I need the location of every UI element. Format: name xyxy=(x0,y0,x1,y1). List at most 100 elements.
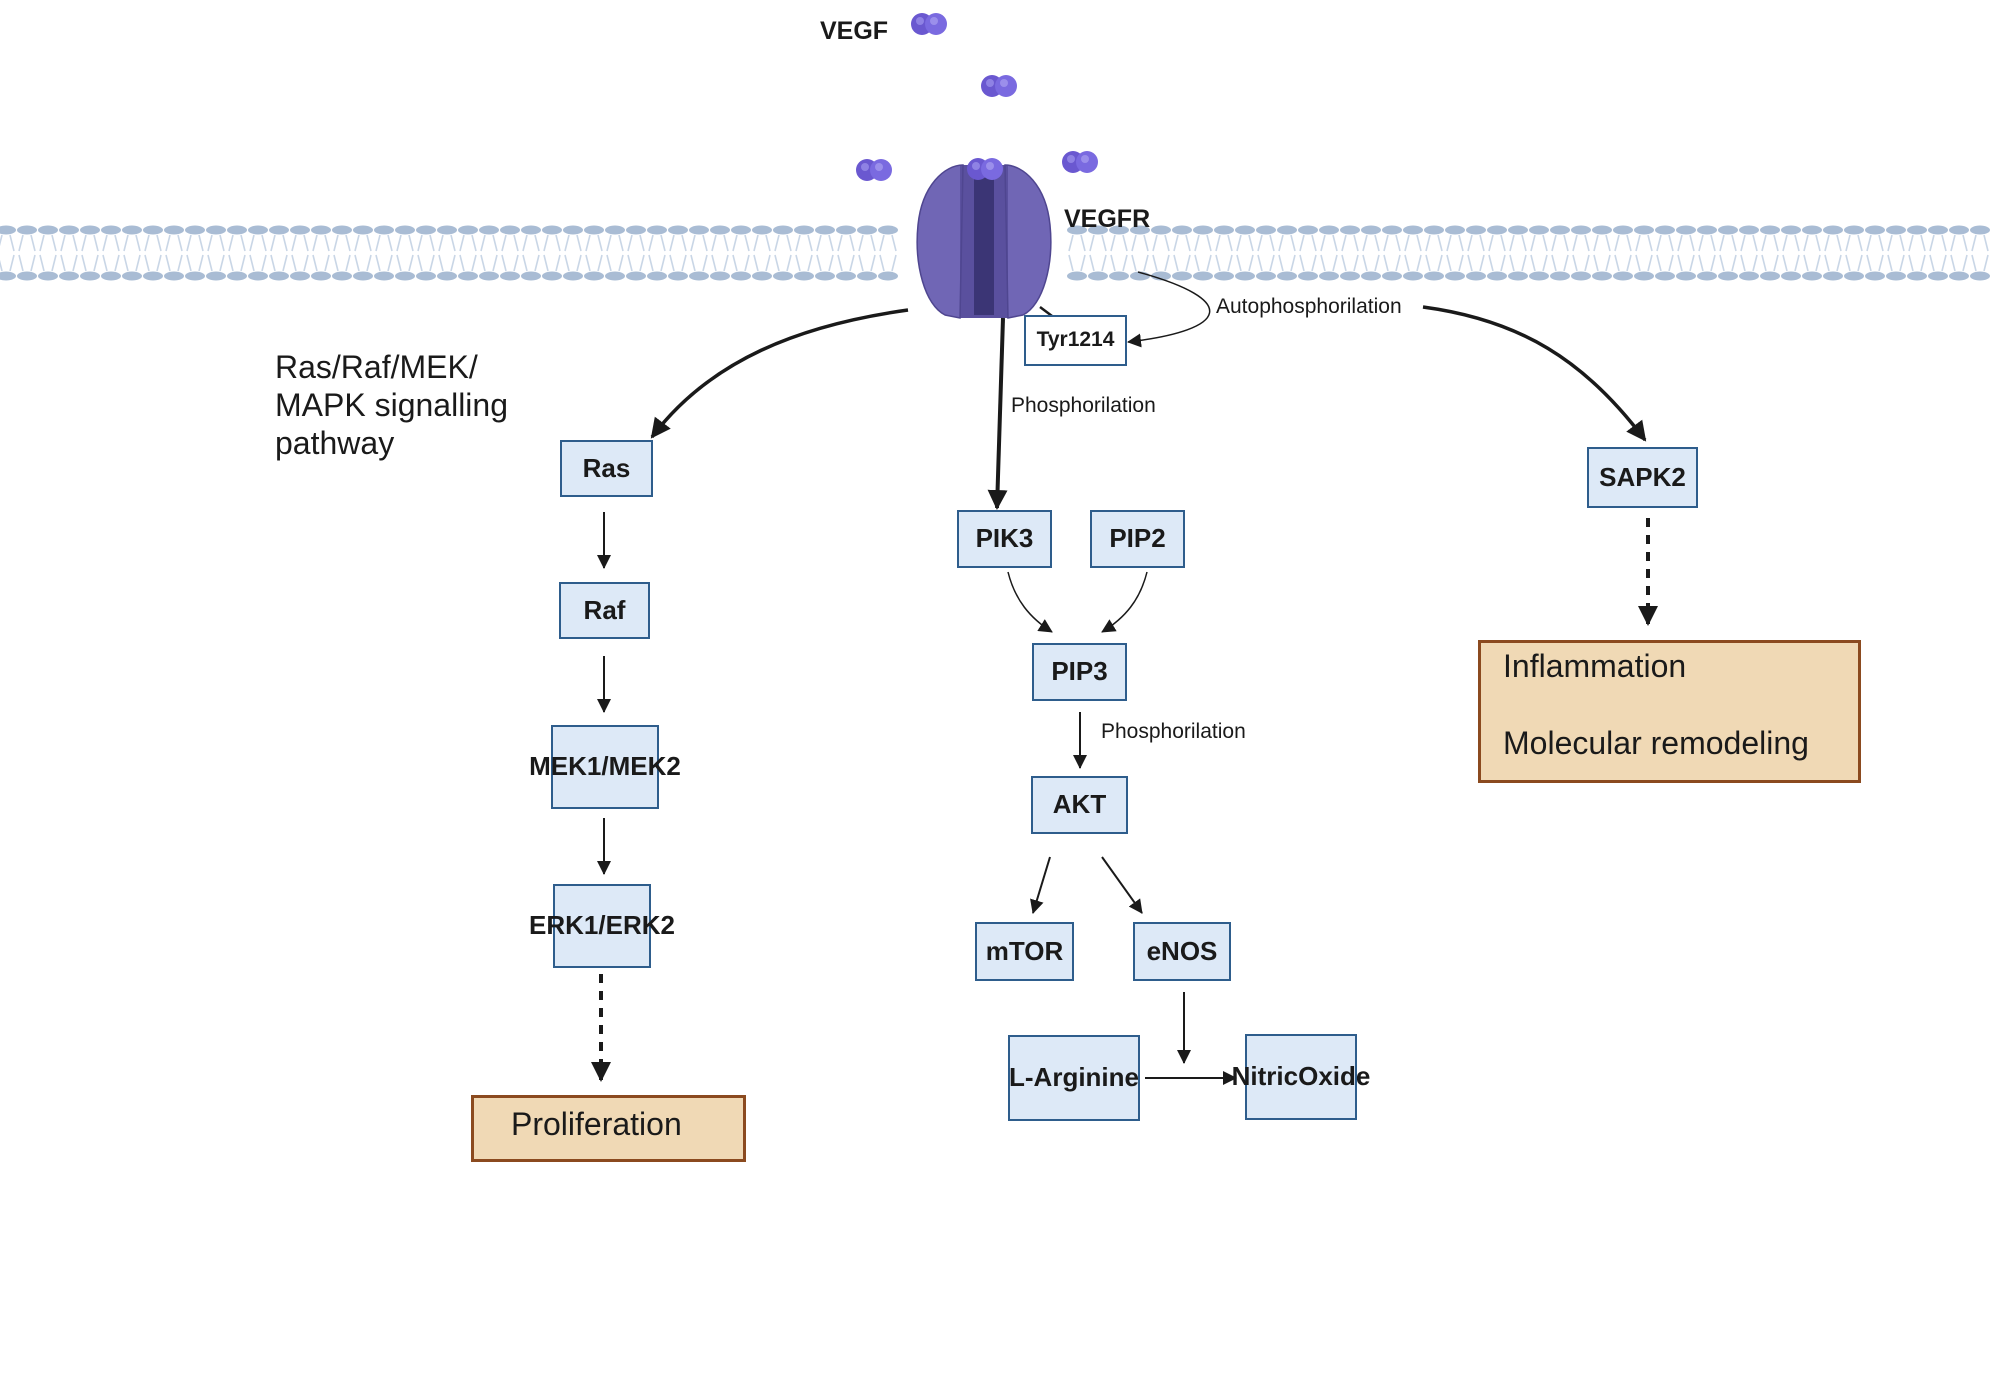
mtor-node: mTOR xyxy=(975,922,1074,981)
inflammation-remodeling-outcome-box: Inflammation Molecular remodeling xyxy=(1478,640,1861,783)
phospholipid-icon xyxy=(1759,224,1781,282)
phospholipid-icon xyxy=(457,224,479,282)
phospholipid-icon xyxy=(1738,224,1760,282)
enos-label: eNOS xyxy=(1146,935,1218,966)
phospholipid-icon xyxy=(520,224,542,282)
vegf-ligand-icon xyxy=(856,159,892,181)
mek-node: MEK1/ MEK2 xyxy=(529,725,681,809)
phospholipid-icon xyxy=(1927,224,1949,282)
phospholipid-icon xyxy=(1423,224,1445,282)
vegf-ligand-icon xyxy=(1062,151,1098,173)
phospholipid-icon xyxy=(1528,224,1550,282)
tyr1214-label: Tyr1214 xyxy=(1036,328,1115,352)
phospholipid-icon xyxy=(877,224,899,282)
phospholipid-icon xyxy=(394,224,416,282)
phospholipid-icon xyxy=(436,224,458,282)
phospholipid-icon xyxy=(1780,224,1802,282)
phospholipid-icon xyxy=(331,224,353,282)
l-arginine-node: L- Arginine xyxy=(1008,1035,1140,1121)
phospholipid-icon xyxy=(856,224,878,282)
raf-node: Raf xyxy=(559,582,650,639)
phospholipid-icon xyxy=(1297,224,1319,282)
vegf-ligand-icon xyxy=(981,75,1017,97)
phospholipid-icon xyxy=(688,224,710,282)
phospholipid-icon xyxy=(226,224,248,282)
l-arginine-label-line1: L- xyxy=(1009,1062,1034,1093)
phospholipid-icon xyxy=(1150,224,1172,282)
phospholipid-icon xyxy=(604,224,626,282)
phospholipid-icon xyxy=(373,224,395,282)
phospholipid-icon xyxy=(205,224,227,282)
sapk2-label: SAPK2 xyxy=(1599,461,1686,492)
mek-label-line1: MEK1/ xyxy=(529,751,609,782)
phospholipid-icon xyxy=(37,224,59,282)
akt-label: AKT xyxy=(1052,789,1107,820)
phospholipid-icon xyxy=(793,224,815,282)
phospholipid-icon xyxy=(1465,224,1487,282)
phospholipid-icon xyxy=(1717,224,1739,282)
phospholipid-icon xyxy=(478,224,500,282)
pip2-label: PIP2 xyxy=(1109,523,1166,554)
phospholipid-icon xyxy=(247,224,269,282)
phospholipid-icon xyxy=(121,224,143,282)
vegf-label: VEGF xyxy=(820,17,889,45)
vegf-ligand-bound-icon xyxy=(967,158,1003,180)
phospholipid-icon xyxy=(1654,224,1676,282)
phospholipid-icon xyxy=(562,224,584,282)
erk-label-line2: ERK2 xyxy=(605,910,675,941)
phospholipid-icon xyxy=(625,224,647,282)
akt-to-enos-arrow xyxy=(1101,856,1143,914)
phospholipid-icon xyxy=(310,224,332,282)
phospholipid-icon xyxy=(1234,224,1256,282)
phospholipid-icon xyxy=(1360,224,1382,282)
phospholipid-icon xyxy=(1612,224,1634,282)
phospholipid-icon xyxy=(1906,224,1928,282)
phospholipid-icon xyxy=(709,224,731,282)
phospholipid-icon xyxy=(0,224,17,282)
phospholipid-icon xyxy=(1507,224,1529,282)
phospholipid-icon xyxy=(1633,224,1655,282)
mapk-pathway-title-line3: pathway xyxy=(275,425,395,461)
phospholipid-icon xyxy=(163,224,185,282)
phosphorylation-label-pik3: Phosphorilation xyxy=(1011,394,1156,417)
phospholipid-icon xyxy=(1696,224,1718,282)
phospholipid-icon xyxy=(1276,224,1298,282)
phospholipid-icon xyxy=(142,224,164,282)
phospholipid-icon xyxy=(1318,224,1340,282)
phospholipid-icon xyxy=(751,224,773,282)
inflammation-label: Inflammation xyxy=(1503,648,1687,684)
ras-node: Ras xyxy=(560,440,653,497)
proliferation-label: Proliferation xyxy=(511,1106,682,1142)
pik3-label: PIK3 xyxy=(975,523,1034,554)
phospholipid-icon xyxy=(1948,224,1970,282)
molecular-remodeling-label: Molecular remodeling xyxy=(1503,725,1809,761)
proliferation-outcome-box: Proliferation xyxy=(471,1095,746,1162)
phospholipid-icon xyxy=(1864,224,1886,282)
phospholipid-icon xyxy=(667,224,689,282)
phospholipid-icon xyxy=(772,224,794,282)
phospholipid-icon xyxy=(1843,224,1865,282)
tyr1214-site-box: Tyr1214 xyxy=(1024,315,1127,366)
mapk-pathway-title-line1: Ras/Raf/MEK/ xyxy=(275,349,478,385)
phospholipid-icon xyxy=(1213,224,1235,282)
pip3-label: PIP3 xyxy=(1051,656,1108,687)
sapk2-node: SAPK2 xyxy=(1587,447,1698,508)
mtor-label: mTOR xyxy=(985,935,1064,966)
phospholipid-icon xyxy=(352,224,374,282)
phospholipid-icon xyxy=(1591,224,1613,282)
mek-label-line2: MEK2 xyxy=(608,751,681,782)
mapk-pathway-title: Ras/Raf/MEK/ MAPK signalling pathway xyxy=(275,348,508,462)
phospholipid-icon xyxy=(541,224,563,282)
phosphorylation-label-akt: Phosphorilation xyxy=(1101,720,1246,743)
phospholipid-icon xyxy=(268,224,290,282)
pip2-to-pip3-arrow xyxy=(1101,571,1148,633)
receptor-to-sapk2-arrow xyxy=(1422,305,1647,442)
l-arginine-label-line2: Arginine xyxy=(1033,1062,1139,1093)
phospholipid-icon xyxy=(1339,224,1361,282)
vegfr-receptor-shape xyxy=(916,164,1052,319)
phospholipid-icon xyxy=(1402,224,1424,282)
phospholipid-icon xyxy=(1444,224,1466,282)
pip2-node: PIP2 xyxy=(1090,510,1185,568)
phospholipid-icon xyxy=(289,224,311,282)
